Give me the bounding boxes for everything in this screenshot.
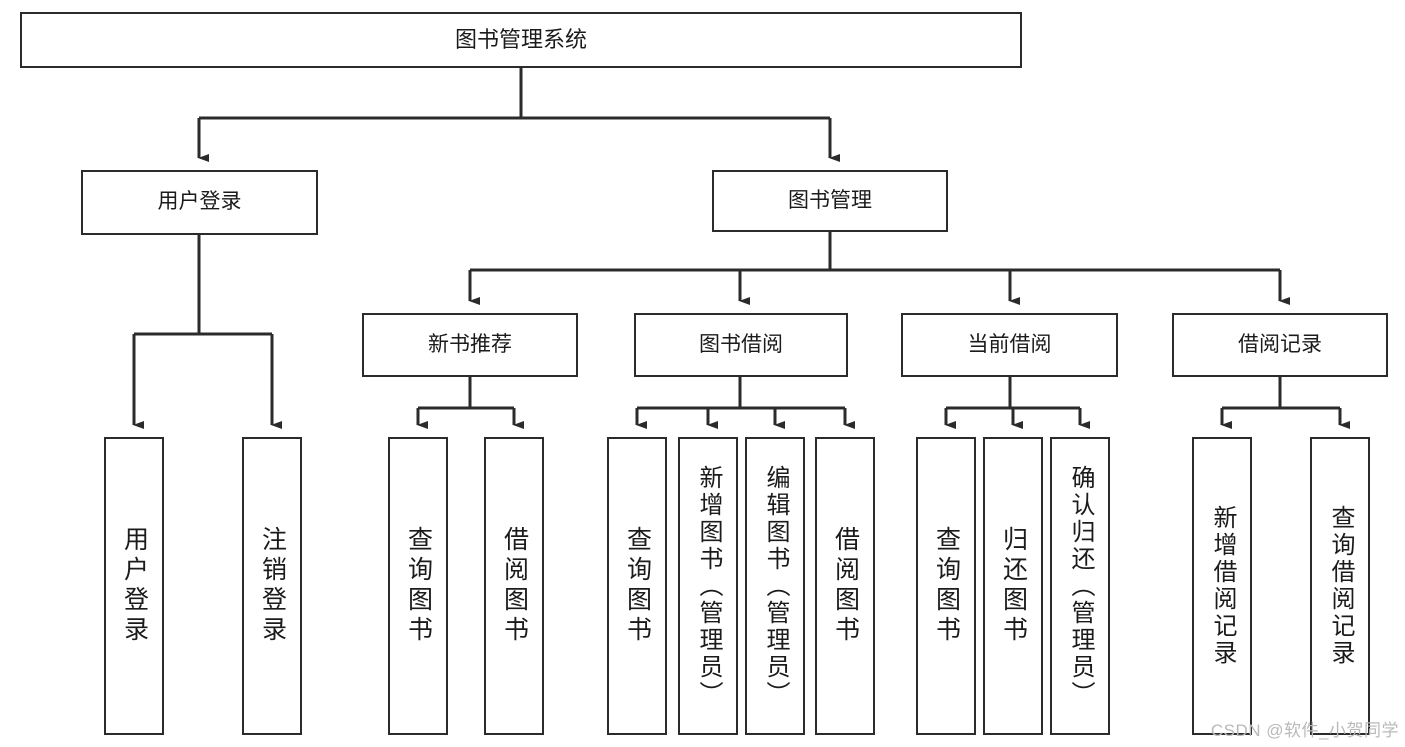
- leaf-add-borrow-record[interactable]: 新增借阅记录: [1192, 437, 1252, 735]
- node-label: 新书推荐: [428, 332, 512, 356]
- node-label: 图书管理: [788, 188, 872, 212]
- node-label: 编辑图书（管理员）: [762, 464, 789, 708]
- leaf-confirm-return-admin[interactable]: 确认归还（管理员）: [1050, 437, 1110, 735]
- node-label: 查询图书: [623, 526, 652, 646]
- leaf-add-book-admin[interactable]: 新增图书（管理员）: [678, 437, 738, 735]
- csdn-watermark: CSDN @软件_小贺同学: [1210, 721, 1399, 740]
- node-root-system[interactable]: 图书管理系统: [20, 12, 1022, 68]
- node-label: 注销登录: [258, 526, 287, 646]
- leaf-query-book-borrow[interactable]: 查询图书: [607, 437, 667, 735]
- node-label: 确认归还（管理员）: [1067, 464, 1094, 708]
- node-label: 查询图书: [404, 526, 433, 646]
- node-new-book-recommend[interactable]: 新书推荐: [362, 313, 578, 377]
- leaf-query-book-new[interactable]: 查询图书: [388, 437, 448, 735]
- node-label: 查询图书: [932, 526, 961, 646]
- node-label: 当前借阅: [967, 332, 1052, 356]
- node-current-borrow[interactable]: 当前借阅: [901, 313, 1118, 377]
- node-label: 归还图书: [999, 526, 1028, 646]
- node-label: 图书借阅: [699, 332, 783, 356]
- leaf-edit-book-admin[interactable]: 编辑图书（管理员）: [745, 437, 805, 735]
- leaf-return-book[interactable]: 归还图书: [983, 437, 1043, 735]
- node-label: 借阅记录: [1238, 332, 1322, 356]
- node-user-login[interactable]: 用户登录: [81, 170, 318, 235]
- node-book-borrow[interactable]: 图书借阅: [634, 313, 848, 377]
- leaf-logout-login[interactable]: 注销登录: [242, 437, 302, 735]
- node-label: 用户登录: [120, 526, 149, 646]
- node-label: 新增借阅记录: [1209, 505, 1236, 667]
- leaf-query-borrow-record[interactable]: 查询借阅记录: [1310, 437, 1370, 735]
- node-label: 新增图书（管理员）: [695, 464, 722, 708]
- leaf-query-book-current[interactable]: 查询图书: [916, 437, 976, 735]
- leaf-borrow-book[interactable]: 借阅图书: [815, 437, 875, 735]
- node-book-management[interactable]: 图书管理: [712, 170, 948, 232]
- node-label: 图书管理系统: [454, 27, 587, 53]
- node-label: 借阅图书: [831, 526, 860, 646]
- leaf-borrow-book-new[interactable]: 借阅图书: [484, 437, 544, 735]
- node-label: 查询借阅记录: [1327, 505, 1354, 667]
- leaf-user-login[interactable]: 用户登录: [104, 437, 164, 735]
- node-borrow-record[interactable]: 借阅记录: [1172, 313, 1388, 377]
- node-label: 用户登录: [157, 190, 242, 214]
- node-label: 借阅图书: [500, 526, 529, 646]
